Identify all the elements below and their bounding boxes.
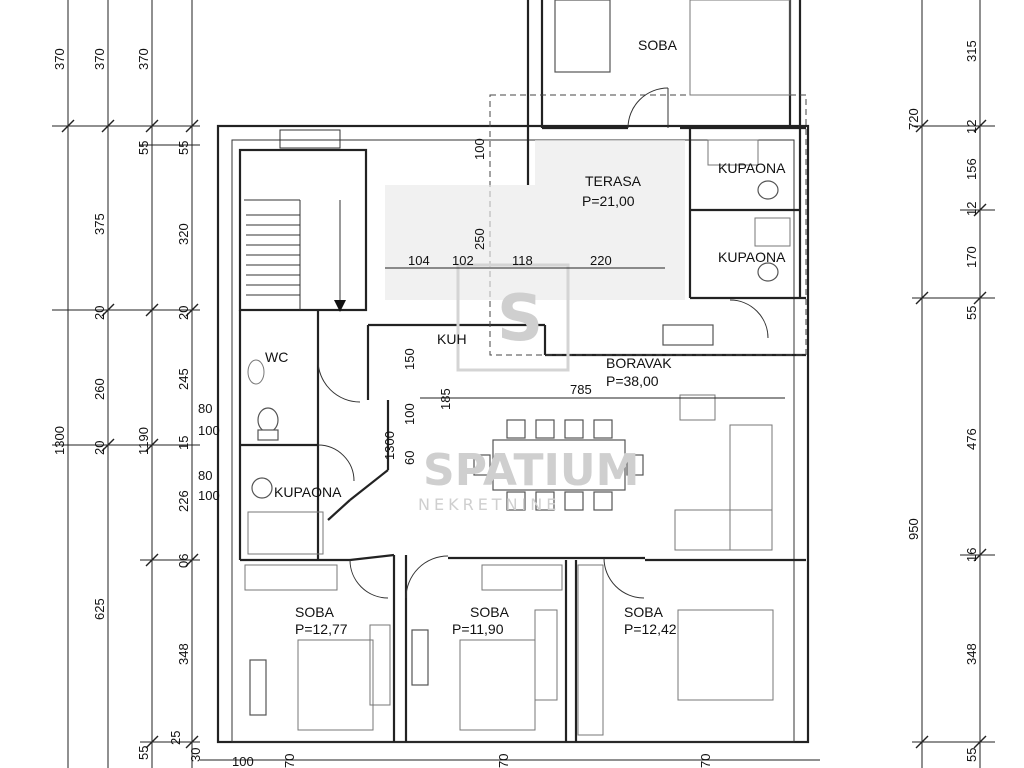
dim-right-3: 156 <box>964 158 979 180</box>
dim-right-6: 55 <box>964 306 979 320</box>
dim-inner-1: 250 <box>472 228 487 250</box>
dimension-lines <box>52 0 995 768</box>
dim-inner-2: 150 <box>402 348 417 370</box>
dim-right-1: 720 <box>906 108 921 130</box>
dim-right-8: 950 <box>906 518 921 540</box>
dim-left2-2: 320 <box>176 223 191 245</box>
dim-left2-9: 348 <box>176 643 191 665</box>
svg-text:S: S <box>497 282 543 356</box>
dim-left2-4: 245 <box>176 368 191 390</box>
dim-left3-1: 55 <box>136 141 151 155</box>
room-soba-3-area: P=12,42 <box>624 621 677 637</box>
dim-right-2: 12 <box>964 120 979 134</box>
room-soba-1: SOBA <box>295 604 335 620</box>
dim-left2-12: 55 <box>136 746 151 760</box>
room-kupaona-top2: KUPAONA <box>718 249 786 265</box>
dim-right-10: 348 <box>964 643 979 665</box>
room-kupaona-top1: KUPAONA <box>718 160 786 176</box>
dim-left2-3: 20 <box>176 306 191 320</box>
dim-right-11: 55 <box>964 748 979 762</box>
dim-terrace-0: 104 <box>408 253 430 268</box>
room-soba-2: SOBA <box>470 604 510 620</box>
dim-left1-5: 1300 <box>52 426 67 455</box>
dim-bottom-3: 70 <box>698 754 713 768</box>
room-kuh: KUH <box>437 331 467 347</box>
room-wc: WC <box>265 349 288 365</box>
dim-right-9: 16 <box>964 548 979 562</box>
dim-left2-10: 25 <box>168 731 183 745</box>
dim-right-5: 170 <box>964 246 979 268</box>
room-boravak: BORAVAK <box>606 355 672 371</box>
dim-left1-3: 260 <box>92 378 107 400</box>
room-terasa-area: P=21,00 <box>582 193 635 209</box>
dim-bottom-1: 70 <box>282 754 297 768</box>
dim-left2-0: 370 <box>92 48 107 70</box>
dim-right-0: 315 <box>964 40 979 62</box>
room-boravak-area: P=38,00 <box>606 373 659 389</box>
dim-left1-0: 370 <box>52 48 67 70</box>
dim-inner-0: 100 <box>472 138 487 160</box>
dim-inner-3: 185 <box>438 388 453 410</box>
room-labels: SOBA TERASA P=21,00 KUPAONA KUPAONA WC K… <box>265 37 786 637</box>
dim-left1-1: 375 <box>92 213 107 235</box>
dimension-labels: 370 370 375 20 260 20 625 1300 370 55 11… <box>52 40 979 768</box>
dim-inner-5: 60 <box>402 451 417 465</box>
dim-left2-11: 30 <box>188 748 203 762</box>
dim-window-1: 100 <box>198 423 220 438</box>
terrace-tiles <box>385 140 685 300</box>
dim-bottom-2: 70 <box>496 754 511 768</box>
dim-inner-4: 100 <box>402 403 417 425</box>
dim-left2-5: 15 <box>176 436 191 450</box>
watermark-brand: SPATIUM <box>423 445 639 496</box>
room-kupaona-left: KUPAONA <box>274 484 342 500</box>
dim-left2-6: 226 <box>176 490 191 512</box>
dim-living-0: 785 <box>570 382 592 397</box>
watermark: S SPATIUM NEKRETNINE <box>418 263 639 514</box>
dim-left3-0: 370 <box>136 48 151 70</box>
dim-terrace-1: 102 <box>452 253 474 268</box>
room-soba-top: SOBA <box>638 37 678 53</box>
dim-inner-6: 1300 <box>382 431 397 460</box>
dim-left1-4: 20 <box>92 441 107 455</box>
dim-left1-2: 20 <box>92 306 107 320</box>
dim-right-7: 476 <box>964 428 979 450</box>
room-soba-1-area: P=12,77 <box>295 621 348 637</box>
dim-left2-1: 55 <box>176 141 191 155</box>
dim-terrace-3: 220 <box>590 253 612 268</box>
dim-window-0: 80 <box>198 401 212 416</box>
room-soba-3: SOBA <box>624 604 664 620</box>
room-terasa: TERASA <box>585 173 642 189</box>
dim-bottom-0: 100 <box>232 754 254 768</box>
dim-window-3: 100 <box>198 488 220 503</box>
dim-terrace-2: 118 <box>512 253 533 268</box>
dim-left2-8: 1190 <box>136 427 151 455</box>
dim-left2-13: 06 <box>176 554 191 568</box>
dim-window-2: 80 <box>198 468 212 483</box>
furniture <box>244 0 791 736</box>
room-soba-2-area: P=11,90 <box>452 621 504 637</box>
dim-right-4: 12 <box>964 202 979 216</box>
dim-left2-7: 625 <box>92 598 107 620</box>
watermark-sub: NEKRETNINE <box>418 495 560 514</box>
